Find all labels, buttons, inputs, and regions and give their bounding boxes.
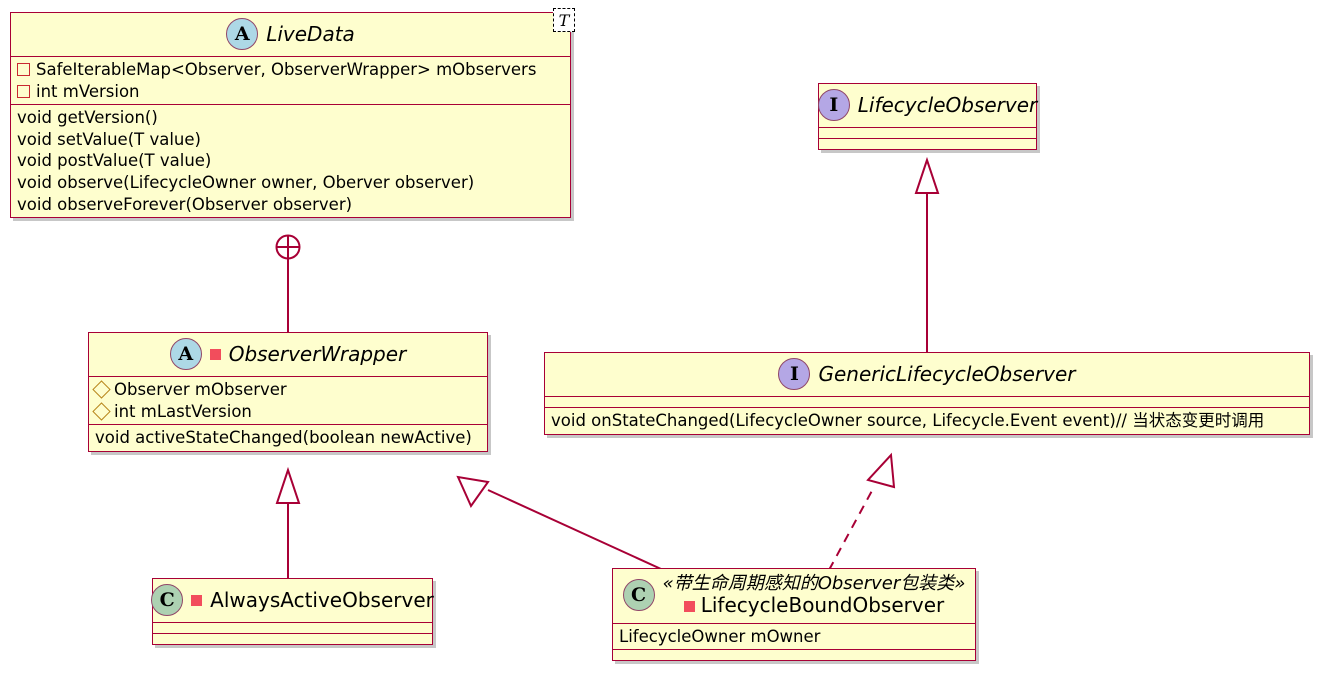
class-name-observerwrapper: ObserverWrapper — [228, 342, 407, 366]
relation-containment-livedata-observerwrapper — [275, 234, 301, 332]
field-row: int mLastVersion — [92, 401, 481, 423]
field-row: LifecycleOwner mOwner — [619, 626, 969, 648]
class-name-lifecycleboundobserver: LifecycleBoundObserver — [700, 593, 945, 618]
method-label: void observe(LifecycleOwner owner, Oberv… — [17, 173, 475, 193]
class-box-genericlifecycleobserver[interactable]: I GenericLifecycleObserver void onStateC… — [544, 352, 1310, 435]
relation-realization-lifecycleboundobserver-genericlifecycleobserver — [828, 452, 896, 571]
methods-compartment-livedata: void getVersion() void setValue(T value)… — [11, 104, 570, 217]
method-row: void setValue(T value) — [17, 129, 564, 151]
field-row: Observer mObserver — [92, 379, 481, 401]
method-row: void getVersion() — [17, 107, 564, 129]
class-header-lifecycleboundobserver: C «带生命周期感知的Observer包装类» LifecycleBoundOb… — [613, 569, 975, 623]
class-header-alwaysactiveobserver: C AlwaysActiveObserver — [151, 579, 434, 622]
field-label: int mLastVersion — [114, 401, 252, 421]
methods-compartment-lifecycleobserver — [819, 138, 1036, 149]
relation-inheritance-alwaysactiveobserver — [275, 466, 301, 578]
field-label: Observer mObserver — [114, 380, 287, 399]
private-visibility-icon — [17, 63, 30, 77]
method-label: void observeForever(Observer observer) — [17, 194, 353, 214]
fields-compartment-observerwrapper: Observer mObserver int mLastVersion — [89, 376, 487, 424]
method-row: void postValue(T value) — [17, 150, 564, 172]
static-modifier-icon — [209, 348, 221, 360]
package-visibility-icon — [92, 402, 111, 421]
field-label: SafeIterableMap<Observer, ObserverWrappe… — [36, 60, 537, 79]
fields-compartment-lifecycleobserver — [819, 127, 1036, 138]
class-name-genericlifecycleobserver: GenericLifecycleObserver — [818, 362, 1076, 386]
private-visibility-icon — [17, 84, 30, 98]
class-box-lifecycleobserver[interactable]: I LifecycleObserver — [817, 83, 1038, 150]
method-label: void onStateChanged(LifecycleOwner sourc… — [551, 411, 1265, 430]
method-row: void onStateChanged(LifecycleOwner sourc… — [551, 410, 1303, 432]
method-row: void observeForever(Observer observer) — [17, 194, 564, 216]
fields-compartment-genericlifecycleobserver — [545, 396, 1309, 407]
field-label: LifecycleOwner mOwner — [619, 626, 821, 646]
class-box-lifecycleboundobserver[interactable]: C «带生命周期感知的Observer包装类» LifecycleBoundOb… — [612, 568, 976, 662]
field-row: SafeIterableMap<Observer, ObserverWrappe… — [17, 59, 564, 81]
relation-inheritance-lifecycleboundobserver-observerwrapper — [456, 475, 673, 575]
method-row: void activeStateChanged(boolean newActiv… — [95, 427, 481, 449]
static-modifier-icon — [683, 600, 695, 612]
class-header-livedata: A LiveData — [11, 13, 570, 56]
class-box-observerwrapper[interactable]: A ObserverWrapper Observer mObserver int… — [88, 332, 488, 452]
field-row: int mVersion — [17, 81, 564, 103]
package-visibility-icon — [92, 380, 111, 399]
method-label: void setValue(T value) — [17, 129, 201, 149]
static-modifier-icon — [191, 594, 203, 606]
methods-compartment-lifecycleboundobserver — [613, 649, 975, 660]
class-header-lifecycleobserver: I LifecycleObserver — [817, 84, 1038, 127]
class-icon: C — [151, 584, 184, 616]
relation-inheritance-genericlifecycleobserver-lifecycleobserver — [914, 156, 940, 352]
class-name-livedata: LiveData — [266, 22, 355, 46]
class-name-alwaysactiveobserver: AlwaysActiveObserver — [210, 588, 434, 612]
class-box-alwaysactiveobserver[interactable]: C AlwaysActiveObserver — [151, 578, 434, 645]
abstract-class-icon: A — [226, 18, 259, 50]
class-header-genericlifecycleobserver: I GenericLifecycleObserver — [545, 353, 1309, 396]
class-box-livedata[interactable]: A LiveData SafeIterableMap<Observer, Obs… — [10, 12, 571, 219]
methods-compartment-genericlifecycleobserver: void onStateChanged(LifecycleOwner sourc… — [545, 407, 1309, 434]
fields-compartment-livedata: SafeIterableMap<Observer, ObserverWrappe… — [11, 56, 570, 104]
method-row: void observe(LifecycleOwner owner, Oberv… — [17, 172, 564, 194]
interface-icon: I — [778, 358, 811, 390]
class-icon: C — [622, 579, 655, 612]
generic-type-parameter-tag: T — [553, 8, 575, 32]
field-label: int mVersion — [36, 81, 140, 101]
method-label: void activeStateChanged(boolean newActiv… — [95, 428, 472, 448]
fields-compartment-lifecycleboundobserver: LifecycleOwner mOwner — [613, 622, 975, 650]
class-stereotype-lifecycleboundobserver: «带生命周期感知的Observer包装类» — [662, 573, 966, 594]
method-label: void getVersion() — [17, 108, 158, 128]
class-header-observerwrapper: A ObserverWrapper — [89, 333, 487, 376]
interface-icon: I — [817, 89, 850, 121]
methods-compartment-observerwrapper: void activeStateChanged(boolean newActiv… — [89, 424, 487, 451]
fields-compartment-alwaysactiveobserver — [153, 622, 432, 633]
class-name-lifecycleobserver: LifecycleObserver — [857, 93, 1038, 117]
method-label: void postValue(T value) — [17, 151, 212, 171]
methods-compartment-alwaysactiveobserver — [153, 633, 432, 644]
abstract-class-icon: A — [169, 338, 202, 370]
